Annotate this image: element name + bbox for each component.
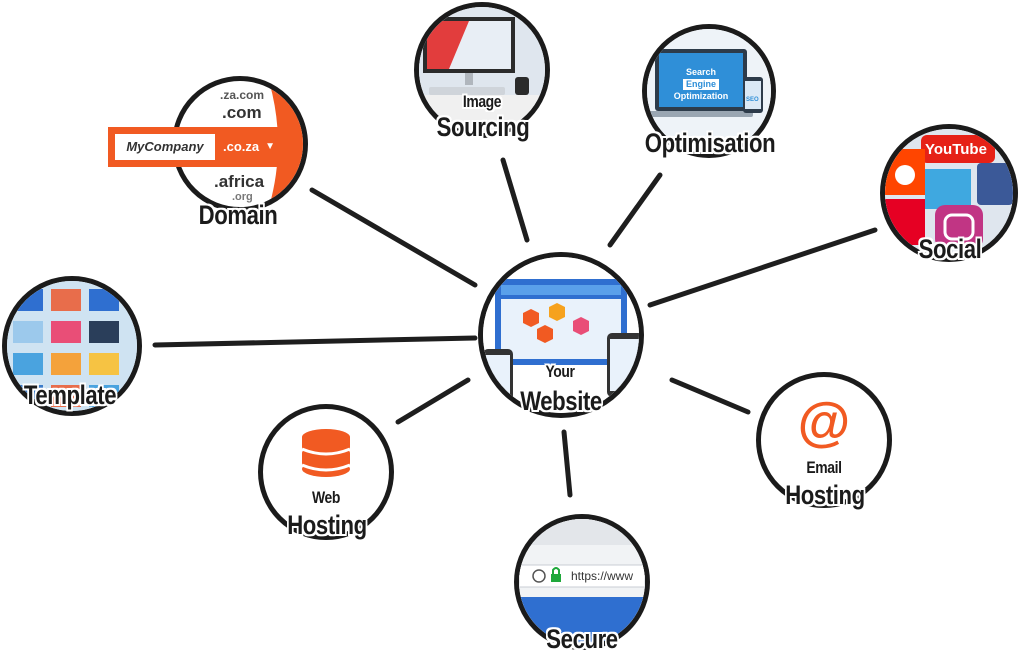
web-hosting-label-top: Web [312,488,340,507]
email-hosting-circle: @ [756,372,892,508]
email-hosting-label-bottom: Hosting [785,480,865,510]
info-icon [532,569,546,583]
secure-circle: https://www [514,514,650,650]
seo-screen-line: Engine [683,79,719,90]
social-label: Social [918,234,982,264]
connector-domain [309,187,478,288]
social-icons-collage [885,129,1013,257]
web-hosting-circle [258,404,394,540]
secure-label: Secure [546,624,618,654]
image-sourcing-circle [414,2,550,138]
seo-screen-line: Search [685,67,717,77]
template-grid-illustration [7,281,137,411]
company-name-field: MyCompany [115,134,215,160]
your-website-label-bottom: Website [520,386,602,416]
optimisation-circle: Search Engine Optimization SEO [642,24,776,158]
chevron-down-icon: ▼ [265,141,275,152]
at-sign-icon: @ [797,392,851,452]
browser-url: https://www [571,569,634,583]
website-devices-illustration [483,257,639,413]
template-circle [2,276,142,416]
pinterest-icon [885,199,925,245]
social-circle: YouTube [880,124,1018,262]
tld-option: .com [222,103,262,122]
image-sourcing-label-bottom: Sourcing [436,112,530,142]
your-website-circle [478,252,644,418]
domain-search-bar: MyCompany .co.za ▼ [108,127,284,167]
database-icon [301,429,351,477]
twitter-icon [925,169,971,209]
tld-selector: .co.za [223,139,260,154]
tld-option: .org [232,191,253,203]
seo-screen-text: Search Engine Optimization [661,67,741,102]
lock-icon [551,574,561,582]
connector-web-hosting [395,377,471,425]
tld-option: .za.com [220,88,265,102]
connector-image-sourcing [500,157,530,243]
connector-template [152,335,478,348]
domain-accent-shape [269,81,303,207]
optimisation-label: Optimisation [644,128,776,158]
connector-email-hosting [669,377,751,415]
seo-badge: SEO [746,97,759,103]
image-sourcing-label-top: Image [462,92,502,111]
web-hosting-label-bottom: Hosting [287,510,367,540]
domain-label: Domain [198,200,278,230]
template-label: Template [23,380,117,410]
desk-scene-illustration [419,7,545,133]
connector-social [647,227,878,308]
youtube-logo-text: YouTube [925,141,987,158]
connector-secure [561,429,573,498]
browser-address-bar-illustration [519,519,645,645]
connector-optimisation [607,172,663,248]
your-website-label-top: Your [545,362,575,381]
email-hosting-label-top: Email [806,458,842,477]
tld-option: .africa [214,172,265,191]
facebook-icon [977,163,1013,205]
seo-screen-line: Optimization [673,91,729,101]
